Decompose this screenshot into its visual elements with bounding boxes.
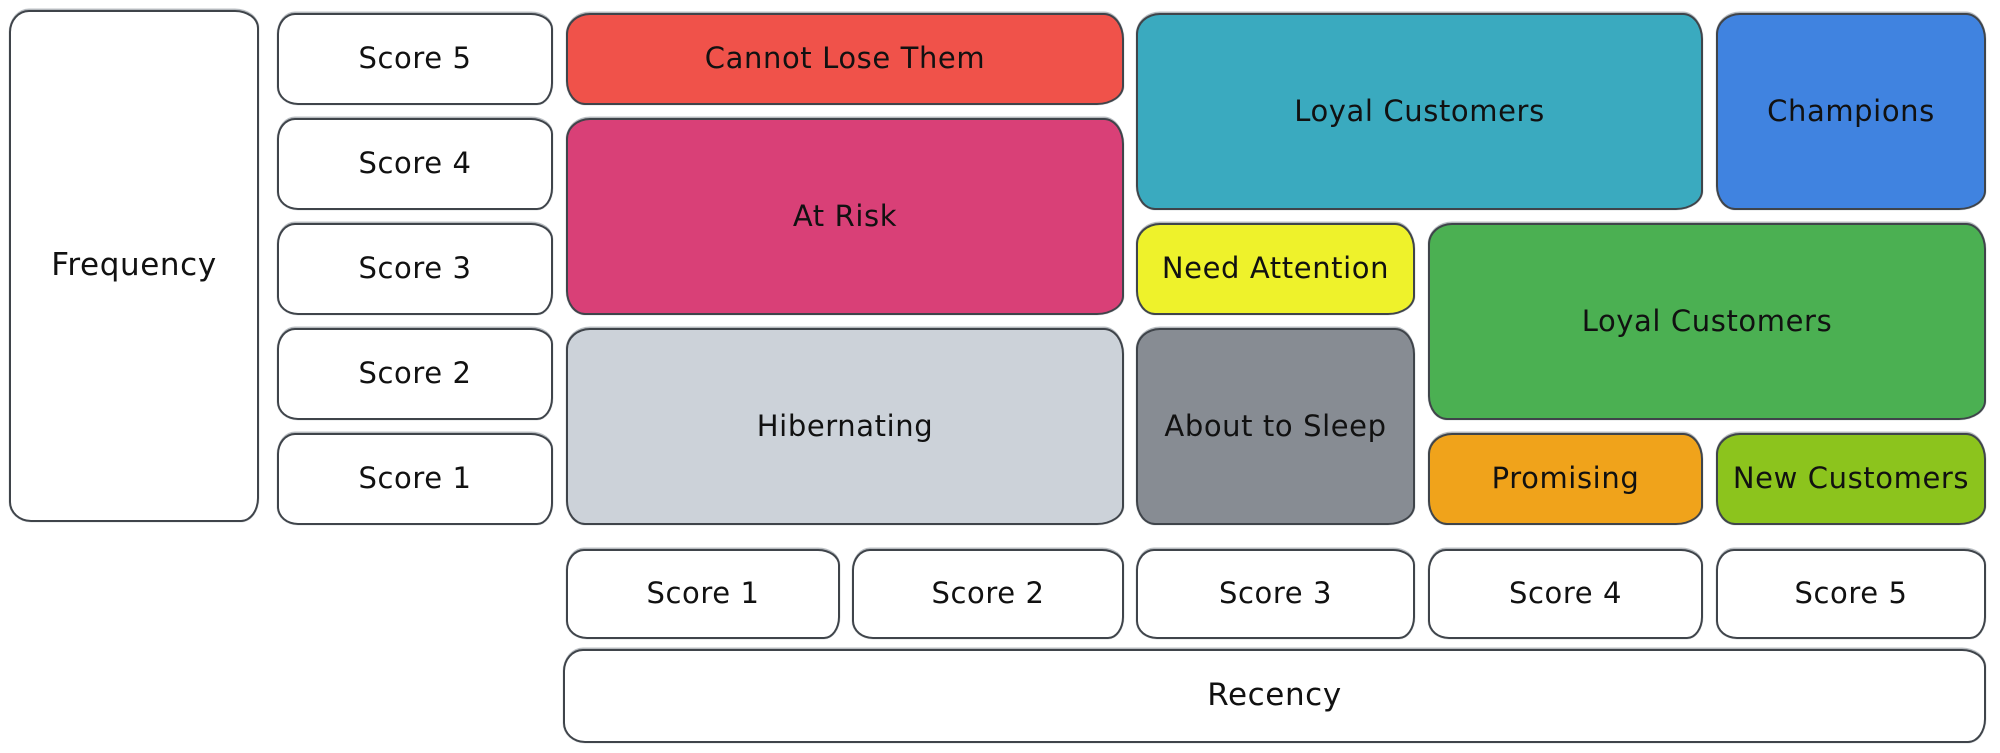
segment-need-attention-text: Need Attention — [1161, 251, 1390, 286]
recency-score-box-2-text: Score 2 — [931, 576, 1045, 611]
segment-about-to-sleep-text: About to Sleep — [1164, 408, 1387, 443]
frequency-axis-label: Frequency — [9, 10, 259, 522]
frequency-score-box-1-text: Score 1 — [358, 461, 472, 496]
frequency-score-box-5: Score 5 — [277, 13, 553, 105]
recency-score-box-3: Score 3 — [1136, 549, 1415, 639]
frequency-score-box-4: Score 4 — [277, 118, 553, 210]
frequency-score-box-2: Score 2 — [277, 328, 553, 420]
segment-about-to-sleep: About to Sleep — [1136, 328, 1415, 525]
segment-hibernating-text: Hibernating — [756, 408, 934, 443]
segment-new-customers: New Customers — [1716, 433, 1986, 525]
segment-champions-text: Champions — [1767, 93, 1935, 128]
recency-score-box-2: Score 2 — [852, 549, 1124, 639]
recency-score-box-5-text: Score 5 — [1794, 576, 1908, 611]
segment-new-customers-text: New Customers — [1732, 461, 1970, 496]
segment-cannot-lose-them-text: Cannot Lose Them — [704, 41, 986, 76]
segment-at-risk: At Risk — [566, 118, 1124, 315]
frequency-score-box-3-text: Score 3 — [358, 251, 472, 286]
recency-score-box-4: Score 4 — [1428, 549, 1703, 639]
segment-cannot-lose-them: Cannot Lose Them — [566, 13, 1124, 105]
frequency-score-box-5-text: Score 5 — [358, 41, 472, 76]
frequency-axis-text: Frequency — [51, 247, 217, 284]
recency-score-box-5: Score 5 — [1716, 549, 1986, 639]
frequency-score-box-1: Score 1 — [277, 433, 553, 525]
segment-need-attention: Need Attention — [1136, 223, 1415, 315]
segment-champions: Champions — [1716, 13, 1986, 210]
segment-promising: Promising — [1428, 433, 1703, 525]
segment-loyal-customers-mid-text: Loyal Customers — [1581, 303, 1833, 338]
segment-loyal-customers-mid: Loyal Customers — [1428, 223, 1986, 420]
segment-hibernating: Hibernating — [566, 328, 1124, 525]
recency-score-box-4-text: Score 4 — [1508, 576, 1623, 611]
segment-at-risk-text: At Risk — [792, 198, 898, 233]
frequency-score-box-3: Score 3 — [277, 223, 553, 315]
recency-axis-label: Recency — [563, 649, 1986, 743]
frequency-score-box-2-text: Score 2 — [358, 356, 472, 391]
segment-promising-text: Promising — [1491, 461, 1640, 496]
recency-axis-text: Recency — [1207, 677, 1342, 714]
frequency-score-box-4-text: Score 4 — [358, 146, 472, 181]
recency-score-box-1-text: Score 1 — [646, 576, 760, 611]
segment-loyal-customers-top-text: Loyal Customers — [1294, 93, 1545, 128]
recency-score-box-1: Score 1 — [566, 549, 840, 639]
segment-loyal-customers-top: Loyal Customers — [1136, 13, 1703, 210]
recency-score-box-3-text: Score 3 — [1218, 576, 1333, 611]
